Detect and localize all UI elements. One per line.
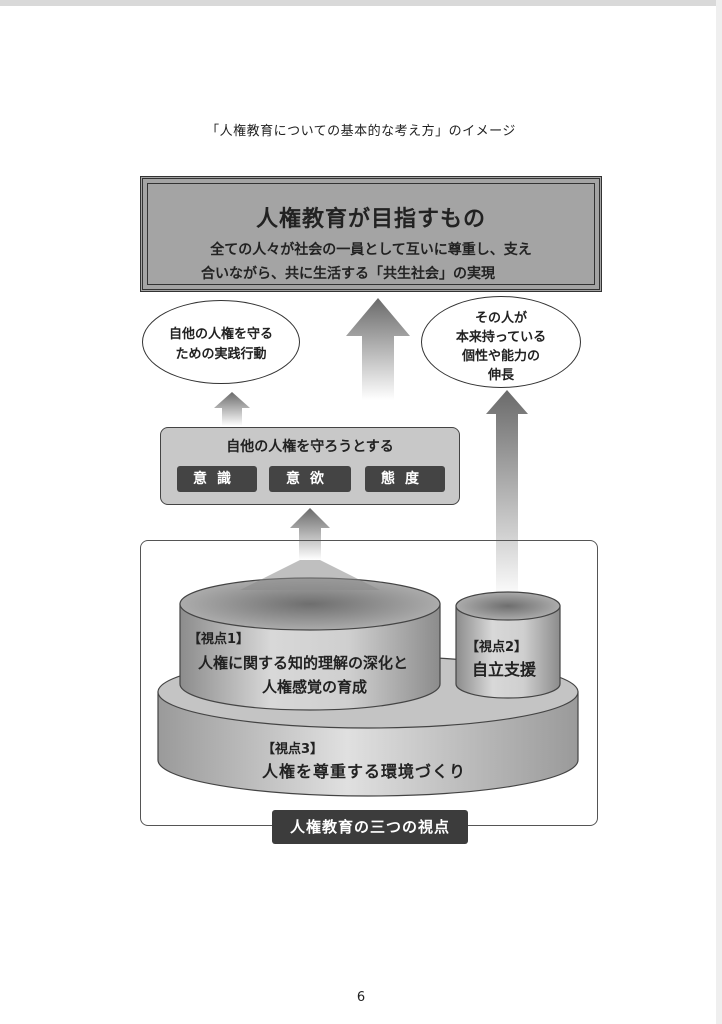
viewpoint3-tag: 【視点3】	[262, 742, 324, 757]
three-viewpoints-label: 人権教育の三つの視点	[272, 810, 468, 844]
goal-box: 人権教育が目指すもの 全ての人々が社会の一員として互いに尊重し、支え 合いながら…	[140, 176, 602, 292]
page-right-edge	[716, 0, 722, 1024]
awareness-title: 自他の人権を守ろうとする	[226, 439, 394, 455]
page-top-edge	[0, 0, 722, 6]
viewpoint1-line1: 人権に関する知的理解の深化と	[198, 654, 409, 672]
goal-description-line1: 全ての人々が社会の一員として互いに尊重し、支え	[210, 242, 532, 258]
practice-action-ellipse: 自他の人権を守る ための実践行動	[142, 300, 300, 384]
ellipse-right-line2: 本来持っている	[455, 330, 547, 345]
cylinder-arrow	[290, 508, 330, 560]
goal-description-line2: 合いながら、共に生活する「共生社会」の実現	[201, 266, 495, 282]
small-left-arrow	[214, 392, 250, 426]
page-number: 6	[356, 990, 366, 1005]
cylinder2-side	[455, 605, 561, 699]
viewpoint2-tag: 【視点2】	[466, 640, 528, 655]
ellipse-right-line1: その人が	[474, 311, 527, 326]
right-tall-arrow	[486, 390, 528, 600]
viewpoint1-line2: 人権感覚の育成	[262, 678, 368, 696]
chip-attitude: 態度	[365, 466, 445, 492]
viewpoint1-tag: 【視点1】	[188, 632, 250, 647]
viewpoint2-text: 自立支援	[472, 660, 537, 679]
ellipse-left-line1: 自他の人権を守る	[168, 327, 273, 342]
awareness-box: 自他の人権を守ろうとする 意識 意欲 態度	[160, 427, 460, 505]
goal-box-inner-border	[147, 183, 595, 285]
cylinder1-glow	[240, 560, 380, 590]
cylinder2-top	[455, 591, 561, 621]
document-title: 「人権教育についての基本的な考え方」のイメージ	[206, 124, 516, 139]
chip-awareness: 意識	[177, 466, 257, 492]
ellipse-left-line2: ための実践行動	[175, 347, 267, 362]
viewpoints-frame	[140, 540, 598, 826]
viewpoint3-text: 人権を尊重する環境づくり	[262, 762, 467, 781]
central-arrow	[346, 298, 410, 400]
ellipse-right-line4: 伸長	[487, 368, 514, 383]
cylinder1-side	[179, 603, 441, 711]
ellipse-right-line3: 個性や能力の	[461, 349, 540, 364]
ability-growth-ellipse: その人が 本来持っている 個性や能力の 伸長	[421, 296, 581, 388]
goal-title: 人権教育が目指すもの	[255, 207, 486, 232]
chip-motivation: 意欲	[269, 466, 351, 492]
